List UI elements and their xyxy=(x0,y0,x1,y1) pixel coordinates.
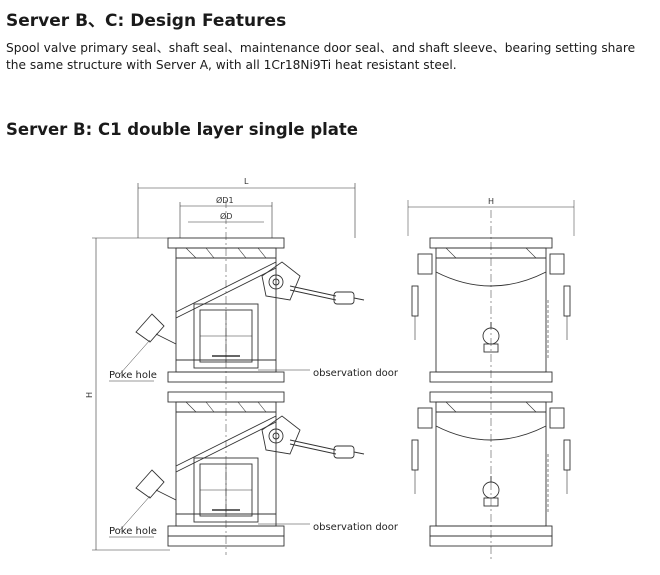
poke-hole-label-bottom: Poke hole xyxy=(109,526,157,537)
observation-door-label-top: observation door xyxy=(313,368,399,379)
dim-D1-label: ØD1 xyxy=(216,195,234,205)
observation-door-label-bottom: observation door xyxy=(313,522,399,533)
dim-L-label: L xyxy=(244,177,249,186)
side-view: H xyxy=(407,197,575,560)
front-view: L ØD1 ØD H xyxy=(85,177,399,555)
dim-H-label-left: H xyxy=(85,392,94,398)
poke-hole-label-top: Poke hole xyxy=(109,370,157,381)
dim-H-label-right: H xyxy=(488,197,494,206)
description-paragraph: Spool valve primary seal、shaft seal、main… xyxy=(6,41,636,72)
subsection-title: Server B: C1 double layer single plate xyxy=(6,120,359,139)
section-title: Server B、C: Design Features xyxy=(6,11,287,31)
